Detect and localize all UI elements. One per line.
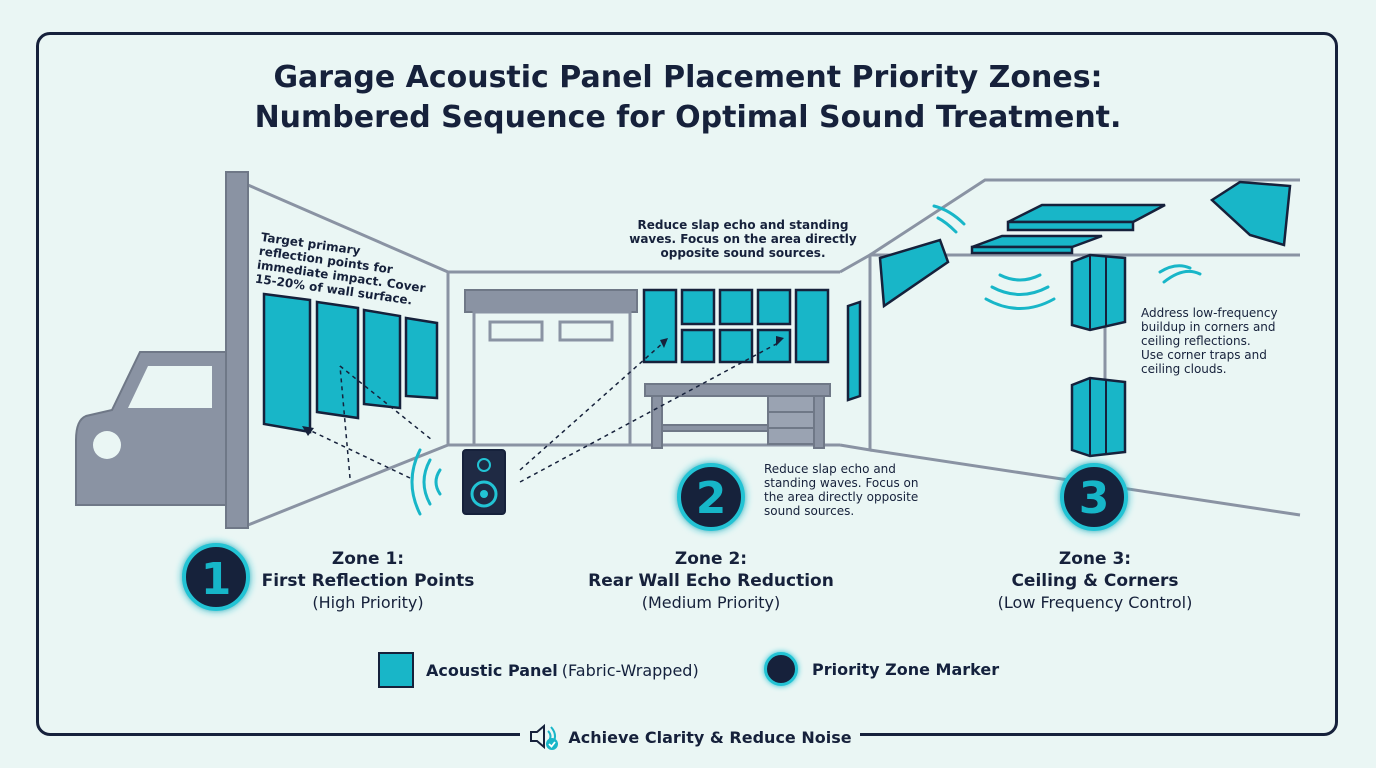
footer-tagline: Achieve Clarity & Reduce Noise [520, 722, 860, 752]
acoustic-panel-swatch [378, 652, 414, 688]
acoustic-panel [680, 328, 716, 364]
acoustic-panel [1007, 203, 1166, 224]
zone-2-label: Zone 2: Rear Wall Echo Reduction (Medium… [588, 549, 834, 612]
zone-1-number: 1 [201, 554, 232, 605]
car-silhouette [75, 351, 227, 506]
zone-3-number: 3 [1079, 473, 1110, 524]
acoustic-panel [315, 300, 360, 420]
zone-marker-3: 3 [1060, 463, 1128, 531]
acoustic-panel [756, 288, 792, 326]
garage-door [464, 289, 638, 447]
acoustic-panel [846, 300, 862, 402]
legend-marker: Priority Zone Marker [764, 652, 1003, 686]
acoustic-panel [718, 328, 754, 364]
corner-traps [878, 180, 1292, 458]
zone-marker-2: 2 [677, 463, 745, 531]
acoustic-panel [680, 288, 716, 326]
rear-wall-panels [642, 288, 862, 402]
legend-marker-label: Priority Zone Marker [812, 659, 1000, 679]
legend-panel-detail: (Fabric-Wrapped) [561, 660, 699, 680]
zone-3-note: Address low-frequency buildup in corners… [1141, 306, 1278, 376]
zone-2-note: Reduce slap echo and standing waves. Foc… [764, 462, 919, 518]
rear-wall-note: Reduce slap echo and standing waves. Foc… [629, 218, 857, 260]
zone-1-label: Zone 1: First Reflection Points (High Pr… [261, 549, 475, 612]
corner-trap [878, 238, 950, 309]
acoustic-panel [1006, 220, 1135, 232]
acoustic-panel [362, 308, 402, 410]
zone-3-label: Zone 3: Ceiling & Corners (Low Frequency… [997, 549, 1193, 612]
reflection-paths [304, 341, 781, 483]
corner-trap [1209, 180, 1292, 247]
corner-trap [1070, 253, 1127, 332]
acoustic-panel [794, 288, 830, 364]
left-wall-edge [225, 171, 249, 529]
acoustic-panel [718, 288, 754, 326]
zone-marker-1: 1 [182, 543, 250, 611]
acoustic-panel [970, 245, 1074, 255]
acoustic-panel [971, 234, 1103, 249]
ceiling-sound-waves [932, 204, 1202, 310]
acoustic-panel [642, 288, 678, 364]
arrowheads [302, 336, 784, 436]
diagram-title: Garage Acoustic Panel Placement Priority… [0, 58, 1376, 138]
sound-wave-icon [410, 448, 442, 516]
zone-2-number: 2 [696, 473, 727, 524]
workbench [644, 383, 831, 449]
priority-zone-marker-swatch [764, 652, 798, 686]
legend-panel-label: Acoustic Panel [426, 660, 558, 680]
acoustic-panel [404, 316, 439, 400]
acoustic-panel [262, 292, 312, 434]
footer-text: Achieve Clarity & Reduce Noise [568, 727, 852, 747]
speaker-check-icon [530, 723, 559, 750]
left-wall-panels [262, 292, 439, 434]
title-line-2: Numbered Sequence for Optimal Sound Trea… [254, 100, 1122, 135]
corner-trap [1070, 376, 1127, 458]
ceiling-clouds [970, 203, 1166, 255]
title-line-1: Garage Acoustic Panel Placement Priority… [273, 60, 1103, 95]
legend-panel: Acoustic Panel (Fabric-Wrapped) [378, 652, 699, 688]
speaker-icon [462, 449, 506, 515]
